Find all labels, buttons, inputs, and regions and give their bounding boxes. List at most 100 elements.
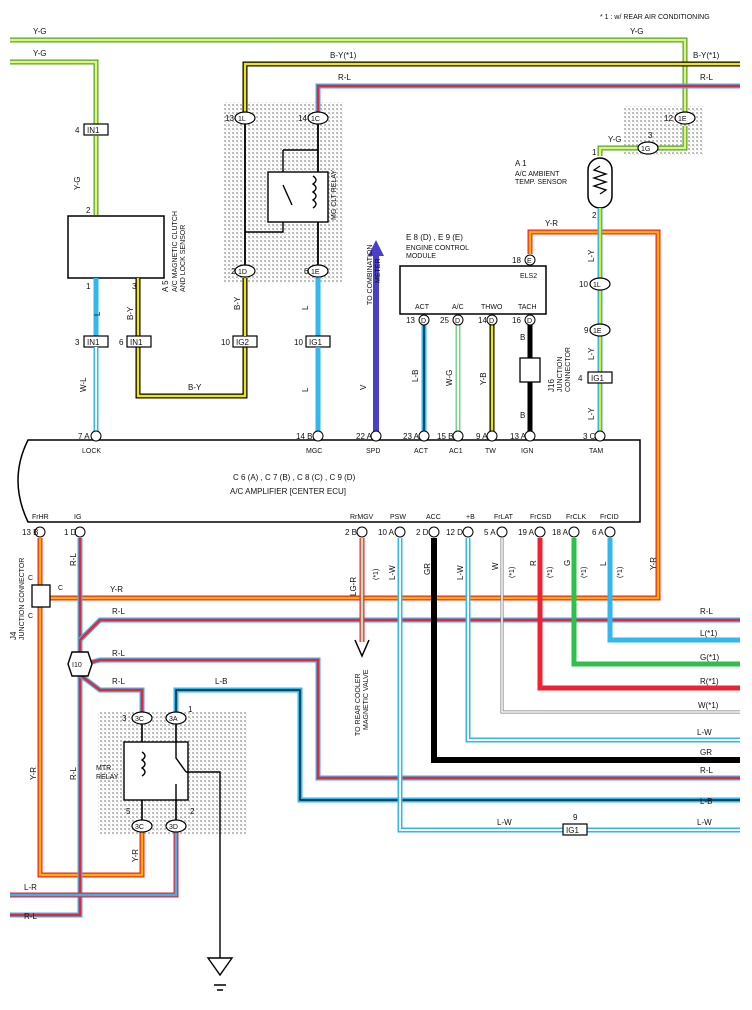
i10-junction xyxy=(67,651,93,677)
amp-bottom-pin-circles xyxy=(34,526,616,538)
svg-text:1D: 1D xyxy=(238,269,247,276)
mtr-relay-box xyxy=(123,741,189,801)
connector-ig2-label: IG2 xyxy=(236,338,249,347)
amp-top-pin-act xyxy=(418,430,430,442)
wire-label-l-4: L xyxy=(599,561,608,566)
j16-name-1: JUNCTION xyxy=(557,357,564,392)
connector-ig1-mgc-label: IG1 xyxy=(309,338,322,347)
wire-label-x1-e: (*1) xyxy=(617,567,624,578)
ecm-pin-16: 16 xyxy=(512,316,521,325)
wire-label-b-y-3: B-Y xyxy=(126,306,135,320)
connector-in1-mid-b-label: IN1 xyxy=(130,338,143,347)
svg-text:1G: 1G xyxy=(641,146,650,153)
amp-top-label-5: AC1 xyxy=(449,448,463,455)
mtr-relay-switch xyxy=(175,742,221,960)
amp-top-label-6: TW xyxy=(485,448,496,455)
amp-bottom-label-9: FrCLK xyxy=(566,514,587,521)
wire-label-r-l-2: R-L xyxy=(700,73,713,82)
wire-label-r-l-7: R-L xyxy=(112,677,125,686)
wire-label-l-w-2: L-W xyxy=(497,818,512,827)
mtr-pin-1: 1 xyxy=(188,705,193,714)
connector-ig1-psw-label: IG1 xyxy=(566,826,579,835)
wire-label-r-l-3: R-L xyxy=(69,553,78,566)
j4-connector-box xyxy=(31,584,51,608)
svg-text:D: D xyxy=(455,318,460,325)
wire-l-b-mtr xyxy=(173,687,740,803)
wire-label-x1-a: (*1) xyxy=(373,569,380,580)
wire-label-l-y-1: L-Y xyxy=(587,249,596,262)
relay-coil-icon xyxy=(311,175,317,209)
wire-label-gr-1: GR xyxy=(423,563,432,575)
connector-ig1-tam xyxy=(587,371,613,384)
ecm-pin-els2: ELS2 xyxy=(520,273,537,280)
wire-label-w-l: W-L xyxy=(79,377,88,392)
amp-top-label-2: MGC xyxy=(306,448,322,455)
wire-label-b-y-4: B-Y xyxy=(188,383,202,392)
connector-in1-top-label: IN1 xyxy=(87,126,100,135)
wire-label-y-r-4: Y-R xyxy=(29,767,38,780)
amp-top-label-8: TAM xyxy=(589,448,603,455)
i10-ref: I10 xyxy=(72,662,82,669)
a1-pin-1: 1 xyxy=(592,148,597,157)
svg-text:1E: 1E xyxy=(311,269,320,276)
amp-bottom-num-10: 6 A xyxy=(592,528,604,537)
a5-ref: A 5 xyxy=(161,280,170,292)
amp-top-label-4: ACT xyxy=(414,448,429,455)
amp-top-pin-mgc xyxy=(312,430,324,442)
amp-top-num-4: 23 A xyxy=(403,432,420,441)
connector-1g-sensor: 1G xyxy=(637,141,659,155)
j4-c-2: C xyxy=(28,613,33,620)
mtr-relay-coil-icon xyxy=(140,751,146,777)
amp-bottom-num-3: 2 B xyxy=(345,528,357,537)
ecm-pin-14: 14 xyxy=(478,316,487,325)
connector-3a-mtr: 3A xyxy=(165,711,187,725)
wire-label-y-g-3: Y-G xyxy=(630,27,644,36)
connector-ig1-psw xyxy=(562,823,588,836)
a5-pin-3: 3 xyxy=(132,282,137,291)
amp-bottom-num-9: 18 A xyxy=(552,528,569,537)
amp-bottom-label-2: IG xyxy=(74,514,81,521)
ecm-name-2: MODULE xyxy=(406,253,436,260)
amp-top-num-1: 7 A xyxy=(78,432,90,441)
connector-1e-relay: 1E xyxy=(307,264,329,278)
amp-bottom-label-7: FrLAT xyxy=(494,514,514,521)
wire-label-r-l-4: R-L xyxy=(69,767,78,780)
wire-l-w-psw xyxy=(397,538,740,833)
wire-label-l-w-4: L-W xyxy=(456,565,465,580)
wire-label-y-r-1: Y-R xyxy=(545,219,558,228)
amp-top-pin-tam xyxy=(594,430,606,442)
wire-label-lg-r: LG-R xyxy=(349,577,358,596)
pin-10-sensor: 10 xyxy=(579,280,588,289)
wire-label-l-w-1: L-W xyxy=(388,565,397,580)
j4-c-3: C xyxy=(58,585,63,592)
wire-label-b-2: B xyxy=(520,411,525,420)
wire-v-spd xyxy=(368,240,384,432)
relay-name: MG CLT RELAY xyxy=(331,169,338,220)
wire-label-y-r-3: Y-R xyxy=(110,585,123,594)
amp-top-pin-ign xyxy=(524,430,536,442)
wire-label-l-y-2: L-Y xyxy=(587,347,596,360)
wire-label-w: W xyxy=(491,562,500,570)
svg-text:1L: 1L xyxy=(593,282,601,289)
a1-ref: A 1 xyxy=(515,159,527,168)
rear-name-2: MAGNETIC VALVE xyxy=(363,669,370,730)
j4-c-1: C xyxy=(28,575,33,582)
amp-top-pin-lock xyxy=(90,430,102,442)
wire-label-l-w-3: L-W xyxy=(697,818,712,827)
wire-label-l-r: L-R xyxy=(24,883,37,892)
wire-label-l-w-5: L-W xyxy=(697,728,712,737)
wire-label-x1-d: (*1) xyxy=(581,567,588,578)
amp-top-num-3: 22 A xyxy=(356,432,373,441)
wire-label-y-g-5: Y-G xyxy=(608,135,622,144)
connector-3c-mtr-2: 3C xyxy=(131,819,153,833)
ecm-pin-ac: A/C xyxy=(452,304,464,311)
amp-bottom-num-7: 5 A xyxy=(484,528,496,537)
amp-bottom-num-4: 10 A xyxy=(378,528,395,537)
svg-text:3A: 3A xyxy=(169,716,178,723)
svg-text:1L: 1L xyxy=(238,116,246,123)
wire-label-l-y-3: L-Y xyxy=(587,407,596,420)
amp-top-label-1: LOCK xyxy=(82,448,101,455)
ecm-pin-18: 18 xyxy=(512,256,521,265)
j16-connector-box xyxy=(519,357,541,383)
